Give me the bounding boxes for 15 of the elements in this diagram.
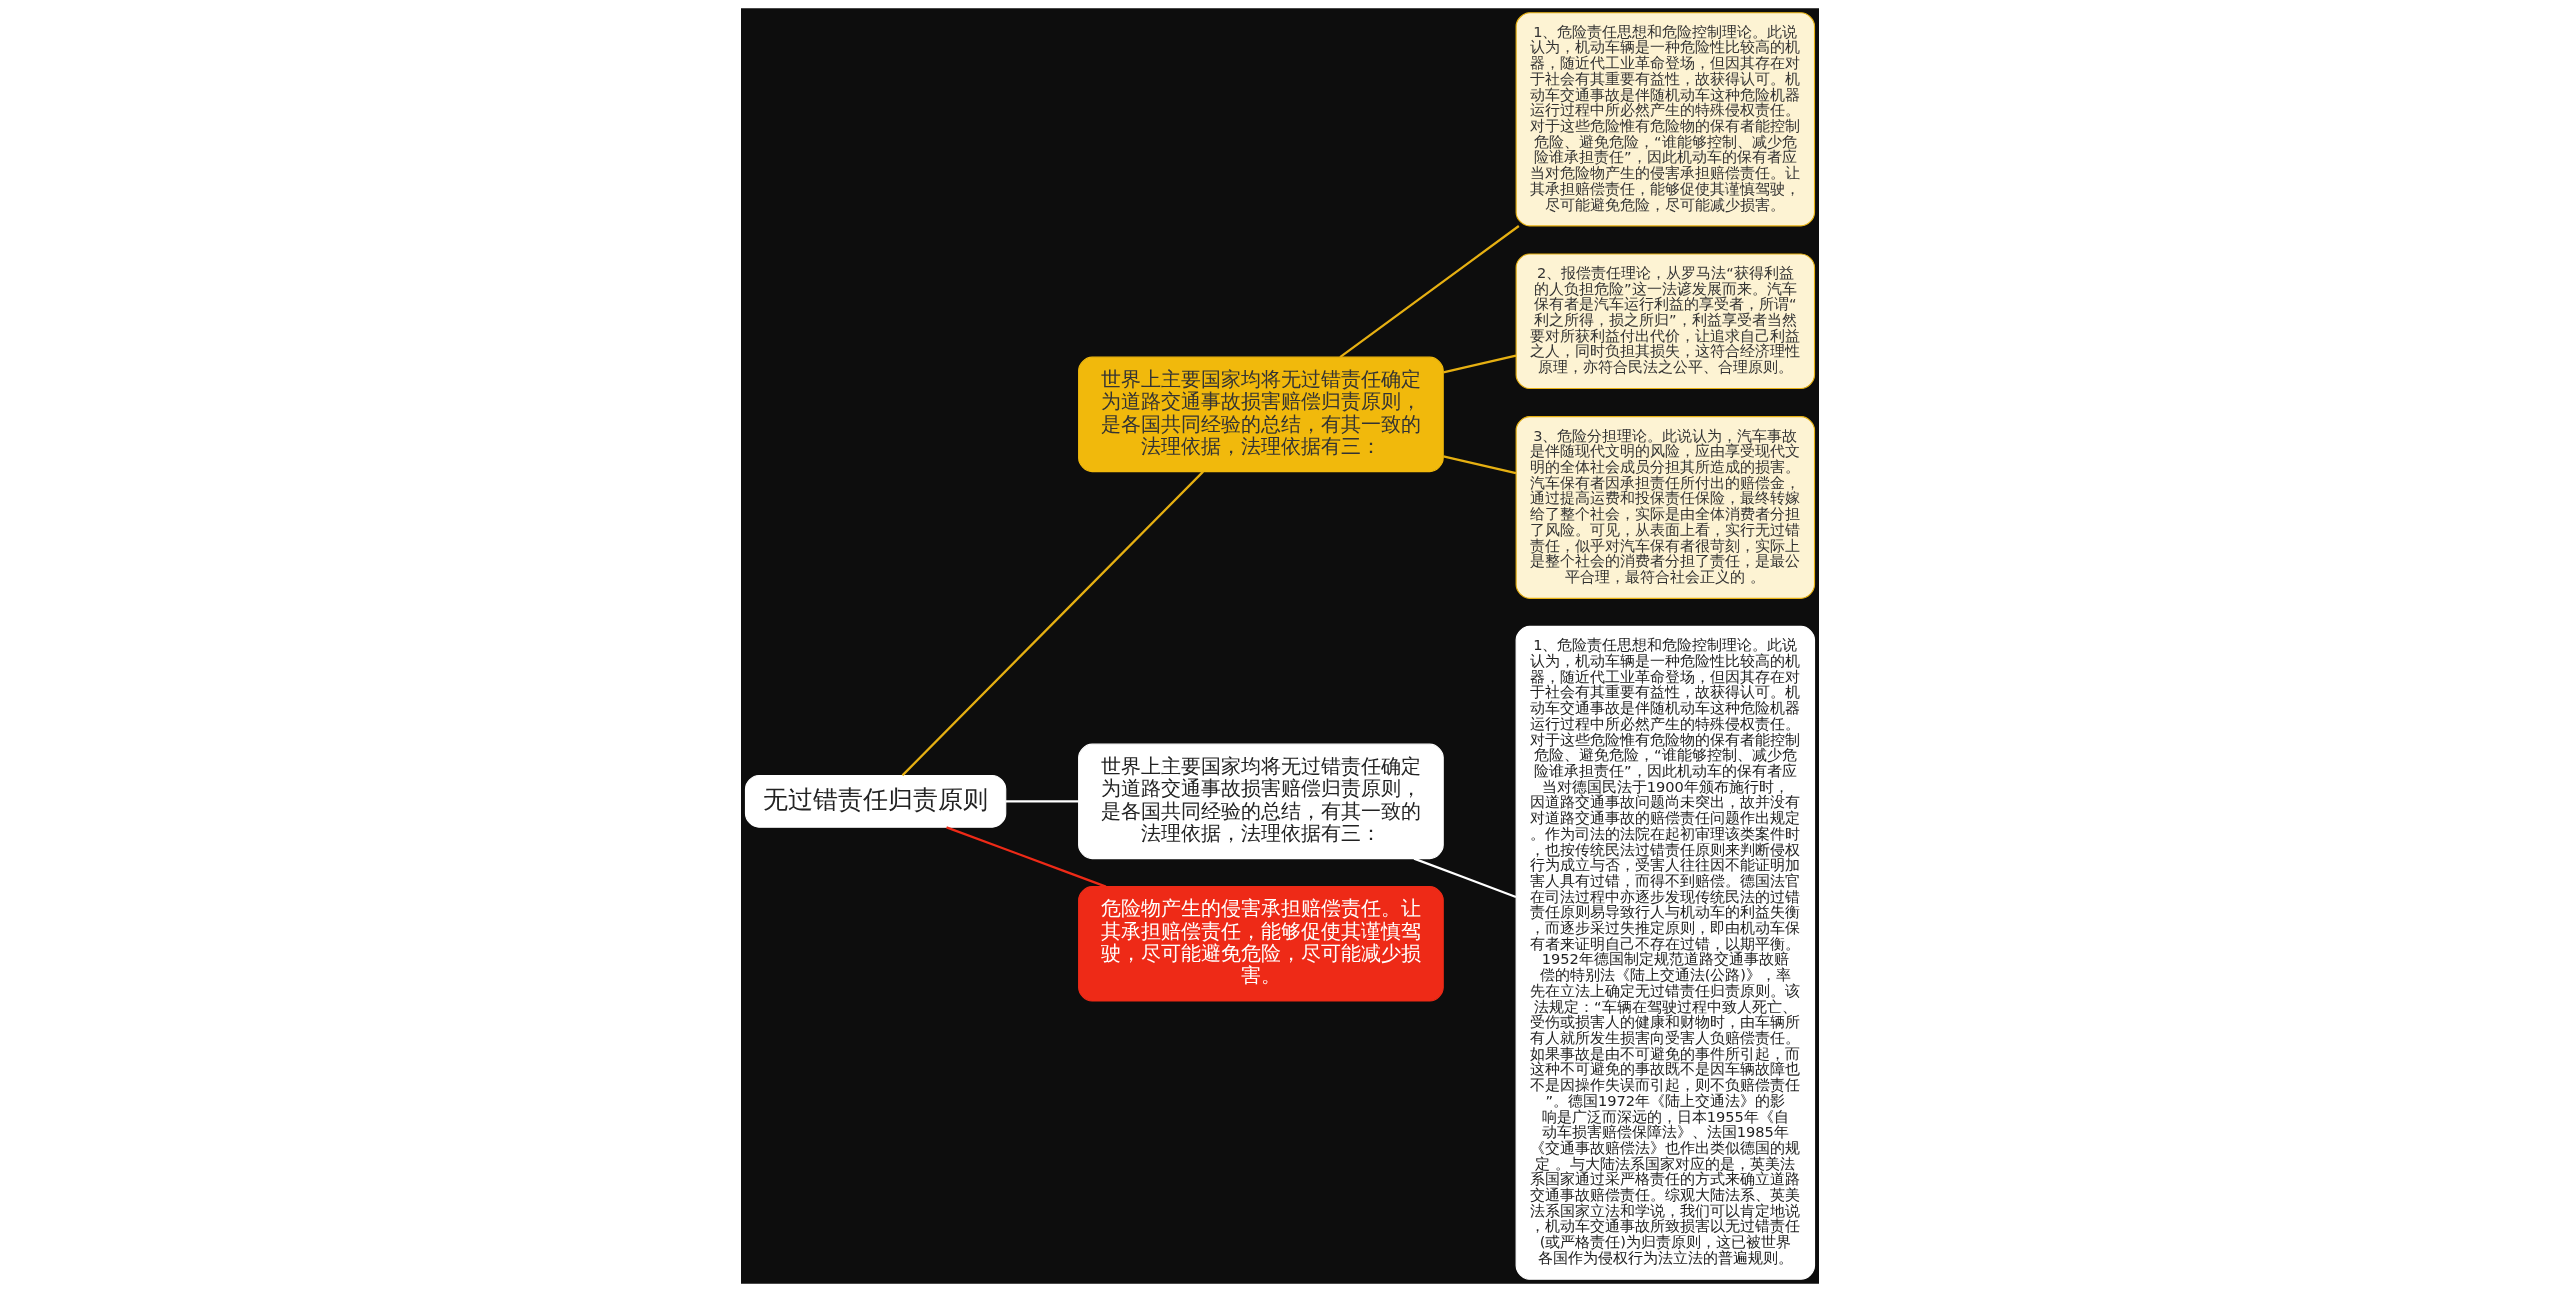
connector: [1005, 800, 1079, 803]
node-box: 危险物产生的侵害承担赔偿责任。让其承担赔偿责任，能够促使其谨慎驾驶，尽可能避免危险，尽可能减少损害。: [1078, 886, 1444, 1002]
connector: [1339, 225, 1520, 359]
node-box: 1、危险责任思想和危险控制理论。此说认为，机动车辆是一种危险性比较高的机器，随近代工业革命登场，但因其存在对于社会有其重要有益性，故获得认可。机动车交通事故是伴随机动车这种危险机器运行过程中所必然产生的特殊侵权责任。对于这些危险惟有危险物的保有者能控制危险、避免危险，“谁能够控制、减少危险谁承担责任”，因此机动车的保有者应当对危险物产生的侵害承担赔偿责任。让其承担赔偿责任，能够促使其谨慎驾驶，尽可能避免危险，尽可能减少损害。: [1515, 12, 1816, 227]
node-box: 3、危险分担理论。此说认为，汽车事故是伴随现代文明的风险，应由享受现代文明的全体社会成员分担其所造成的损害。汽车保有者因承担责任所付出的赔偿金，通过提高运费和投保责任保险，最终转嫁给了整个社会，实际是由全体消费者分担了风险。可见，从表面上看，实行无过错责任，似乎对汽车保有者很苛刻，实际上是整个社会的消费者分担了责任，是最公平合理，最符合社会正义的 。: [1515, 416, 1816, 599]
connector: [1443, 354, 1517, 374]
connector: [1443, 455, 1517, 475]
node-box: 世界上主要国家均将无过错责任确定为道路交通事故损害赔偿归责原则，是各国共同经验的总结，有其一致的法理依据，法理依据有三：: [1078, 743, 1444, 860]
connector: [1413, 857, 1517, 898]
connector: [946, 826, 1107, 888]
connector: [901, 470, 1204, 777]
node-box: 1、危险责任思想和危险控制理论。此说认为，机动车辆是一种危险性比较高的机器，随近代工业革命登场，但因其存在对于社会有其重要有益性，故获得认可。机动车交通事故是伴随机动车这种危险机器运行过程中所必然产生的特殊侵权责任。对于这些危险惟有危险物的保有者能控制危险、避免危险，“谁能够控制、减少危险谁承担责任”，因此机动车的保有者应当对德国民法于1900年颁布施行时，因道路交通事故问题尚未突出，故并没有对道路交通事故的赔偿责任问题作出规定。作为司法的法院在起初审理该类案件时，也按传统民法过错责任原则来判断侵权行为成立与否，受害人往往因不能证明加害人具有过错，而得不到赔偿。德国法官在司法过程中亦逐步发现传统民法的过错责任原则易导致行人与机动车的利益失衡，而逐步采过失推定原则，即由机动车保有者来证明自己不存在过错，以期平衡。1952年德国制定规范道路交通事故赔偿的特别法《陆上交通法(公路)》，率先在立法上确定无过错责任归责原则。该法规定：“车辆在驾驶过程中致人死亡、受伤或损害人的健康和财物时，由车辆所有人就所发生损害向受害人负赔偿责任。如果事故是由不可避免的事件所引起，而这种不可避免的事故既不是因车辆故障也不是因操作失误而引起，则不负赔偿责任”。德国1972年《陆上交通法》的影响是广泛而深远的，日本1955年《自动车损害赔偿保障法》、法国1985年《交通事故赔偿法》也作出类似德国的规定 。与大陆法系国家对应的是，英美法系国家通过采严格责任的方式来确立道路交通事故赔偿责任。综观大陆法系、英美法系国家立法和学说，我们可以肯定地说，机动车交通事故所致损害以无过错责任(或严格责任)为归责原则，这已被世界各国作为侵权行为法立法的普遍规则。: [1515, 625, 1816, 1280]
node-box: 无过错责任归责原则: [744, 775, 1007, 828]
node-box: 世界上主要国家均将无过错责任确定为道路交通事故损害赔偿归责原则，是各国共同经验的总结，有其一致的法理依据，法理依据有三：: [1078, 356, 1444, 473]
node-box: 2、报偿责任理论，从罗马法“获得利益的人负担危险”这一法谚发展而来。汽车保有者是汽车运行利益的享受者，所谓“利之所得，损之所归”，利益享受者当然要对所获利益付出代价，让追求自己利益之人，同时负担其损失，这符合经济理性原理，亦符合民法之公平、合理原则。: [1515, 253, 1816, 390]
